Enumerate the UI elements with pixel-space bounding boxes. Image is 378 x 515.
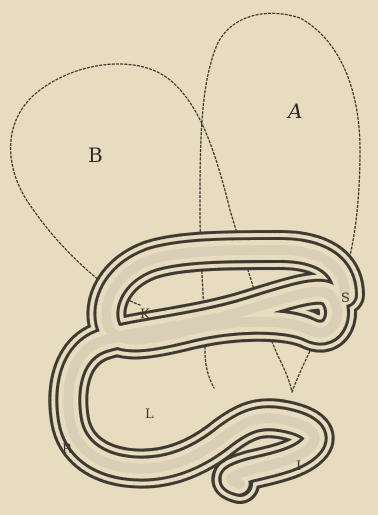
tube-label-s: S xyxy=(341,291,350,306)
region-b-label: B xyxy=(88,143,103,167)
tube-label-r: R xyxy=(62,442,73,457)
region-a-label: A xyxy=(286,99,302,123)
tube-label-k: K xyxy=(140,307,150,322)
tube-label-i: I xyxy=(296,459,301,474)
tube-label-l: L xyxy=(145,407,154,422)
